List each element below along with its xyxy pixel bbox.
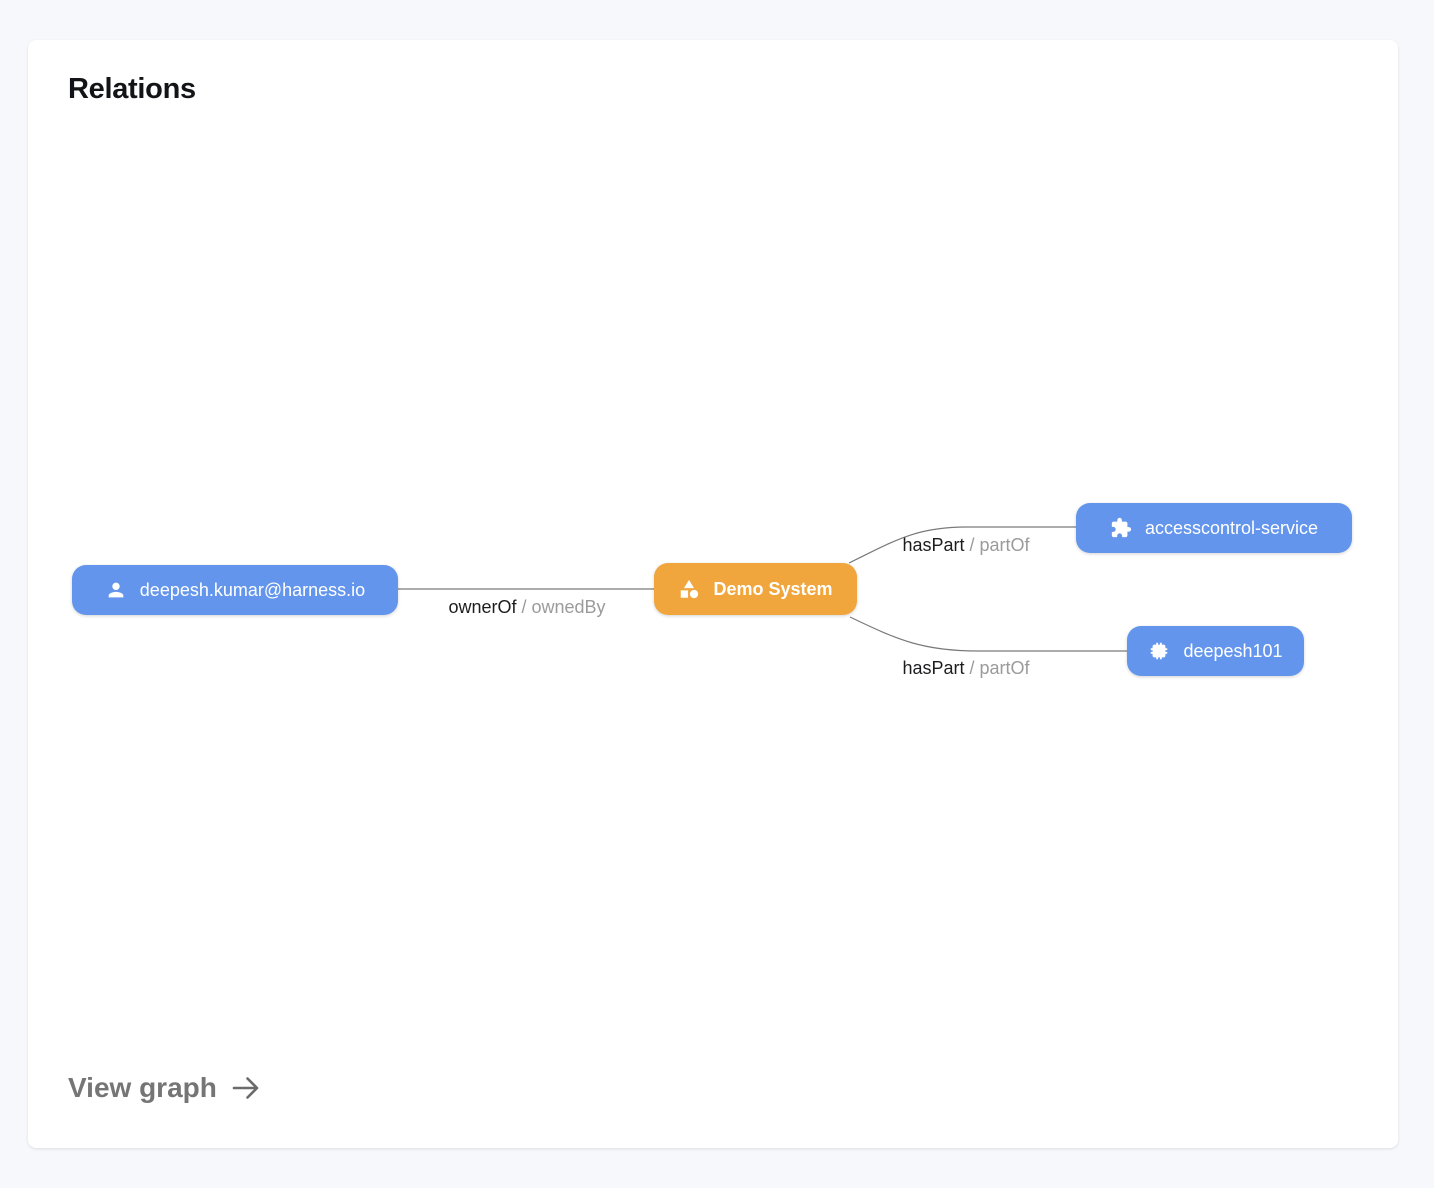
relation-secondary: / partOf	[969, 535, 1030, 555]
node-user[interactable]: deepesh.kumar@harness.io	[72, 565, 398, 615]
view-graph-label: View graph	[68, 1072, 217, 1103]
node-label: deepesh.kumar@harness.io	[139, 579, 366, 600]
card-title: Relations	[68, 73, 196, 105]
node-label: Demo System	[713, 578, 833, 599]
node-system[interactable]: Demo System	[654, 563, 857, 615]
edge-label-haspart-bottom: hasPart/ partOf	[902, 657, 1029, 679]
view-graph-link[interactable]: View graph	[68, 1072, 261, 1104]
relation-primary: ownerOf	[448, 597, 517, 617]
edge-haspart-bottom-line	[849, 616, 1129, 652]
node-component[interactable]: deepesh101	[1127, 626, 1304, 676]
relation-secondary: / ownedBy	[521, 597, 606, 617]
relations-card: Relations ownerOf/ ownedBy hasPart/ part…	[28, 40, 1398, 1148]
arrow-right-icon	[231, 1075, 261, 1101]
relation-secondary: / partOf	[969, 658, 1030, 678]
edge-label-owner: ownerOf/ ownedBy	[448, 596, 605, 618]
relation-primary: hasPart	[902, 535, 965, 555]
relations-graph: ownerOf/ ownedBy hasPart/ partOf hasPart…	[28, 40, 1398, 1148]
node-label: accesscontrol-service	[1144, 517, 1319, 538]
chip-icon	[1148, 640, 1170, 662]
category-icon	[678, 578, 700, 600]
edges-layer	[398, 526, 1129, 652]
node-label: deepesh101	[1183, 640, 1283, 661]
puzzle-icon	[1110, 517, 1132, 539]
node-service[interactable]: accesscontrol-service	[1076, 503, 1352, 553]
person-icon	[105, 579, 127, 601]
edge-label-haspart-top: hasPart/ partOf	[902, 534, 1029, 556]
relation-primary: hasPart	[902, 658, 965, 678]
edge-haspart-top-line	[848, 526, 1078, 564]
